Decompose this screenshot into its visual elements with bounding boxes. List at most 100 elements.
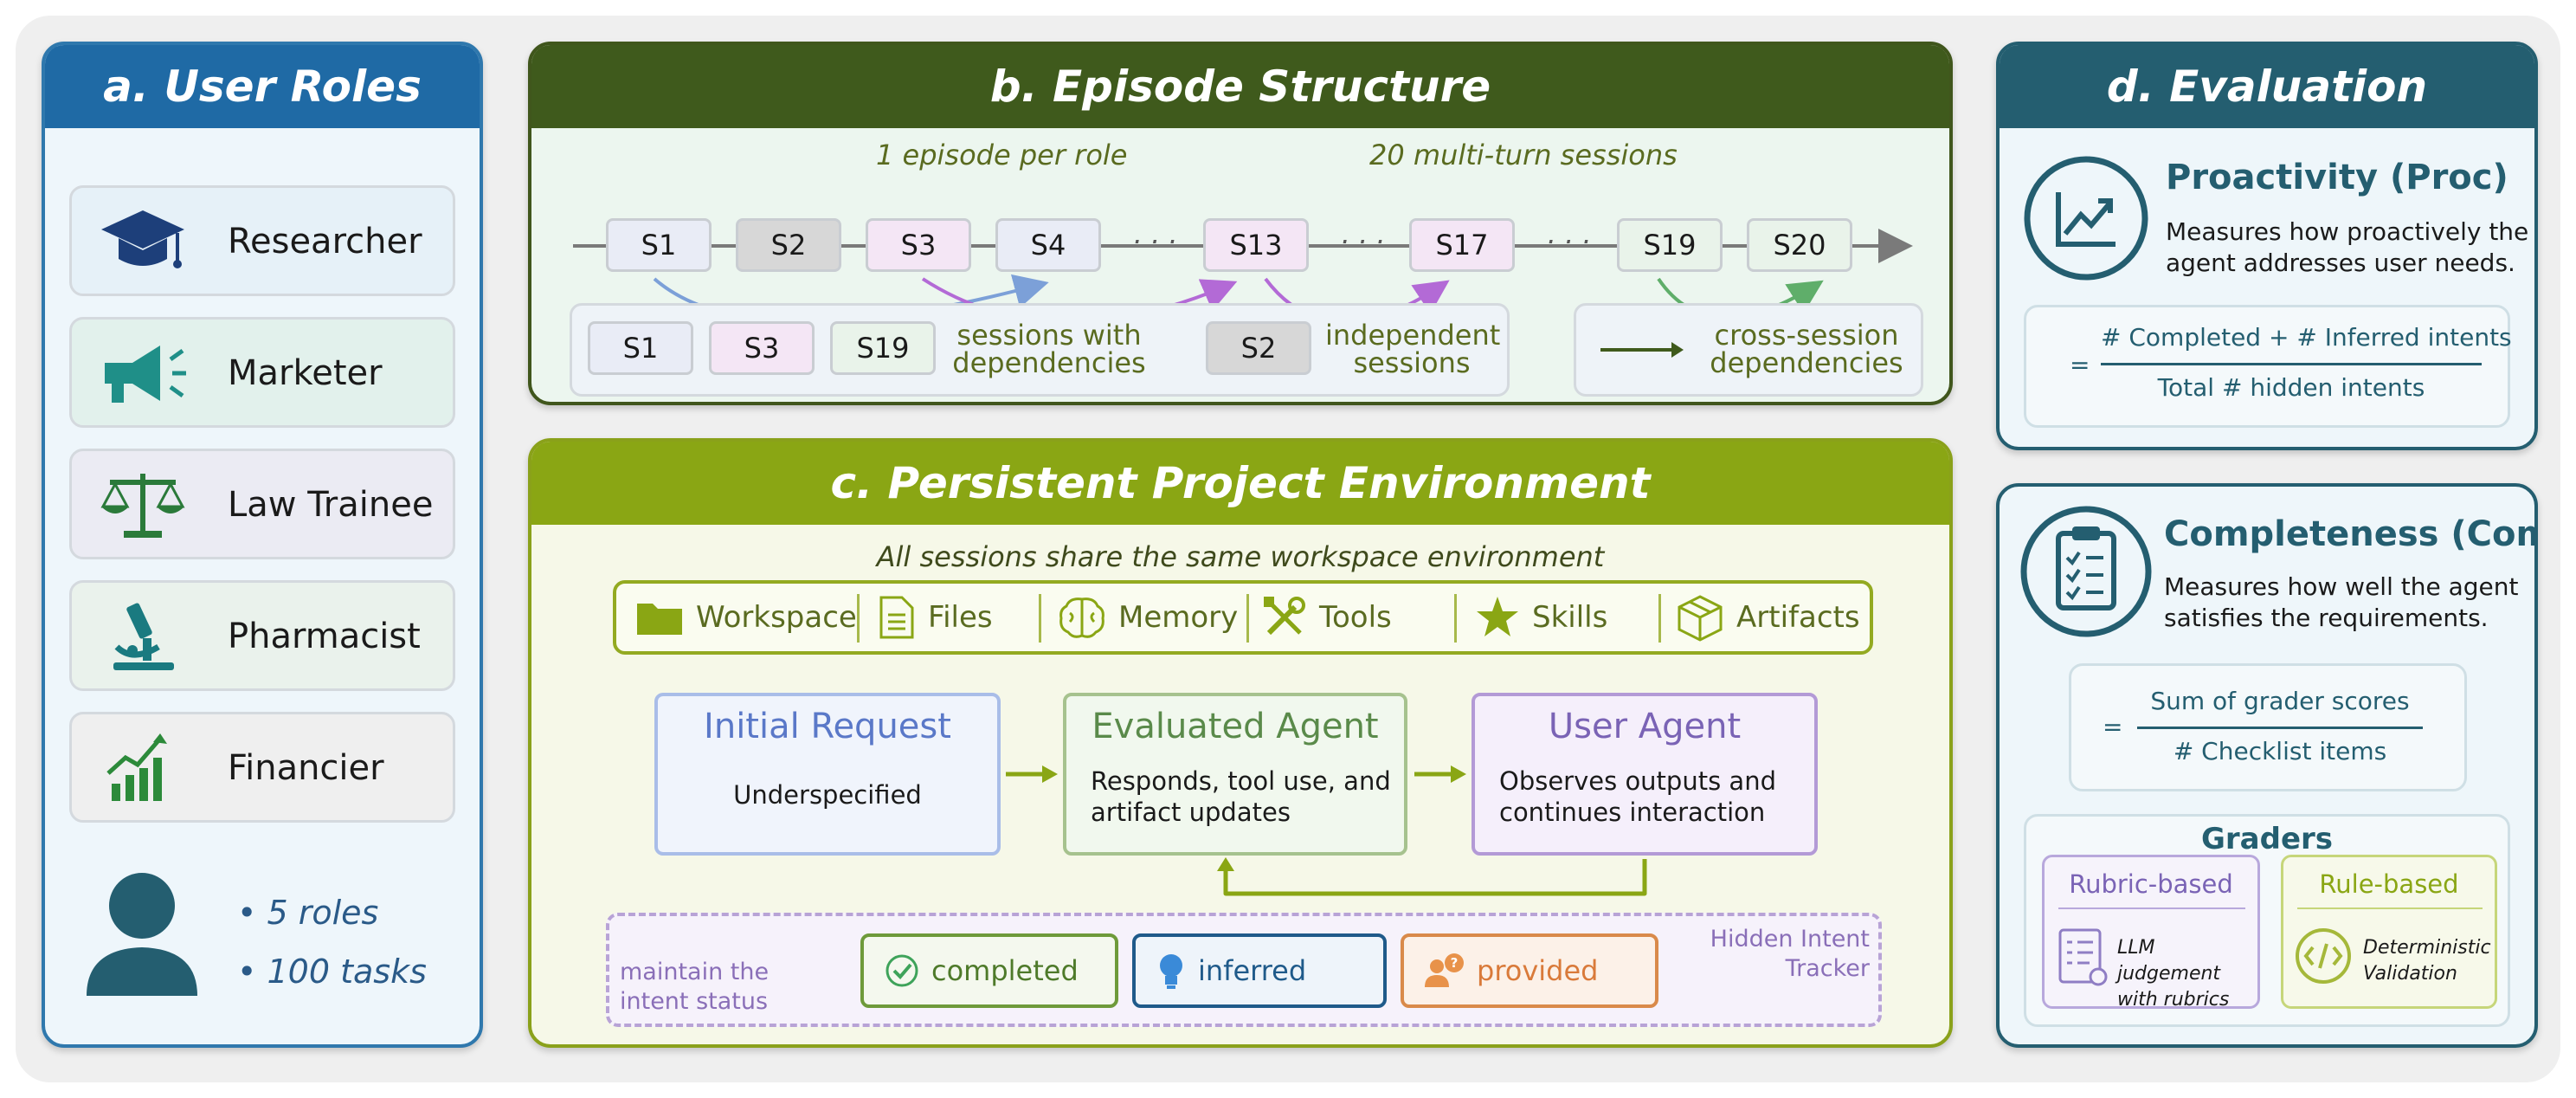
rubric-grader: Rubric-based LLM judgement with rubrics	[2042, 855, 2260, 1011]
svg-text:?: ?	[1451, 955, 1459, 971]
arrow-icon	[1600, 342, 1684, 358]
workspace-bar: Workspace Files Memory Tools Skills Arti…	[613, 580, 1873, 655]
legend-session-s3: S3	[709, 321, 815, 375]
status-inferred: inferred	[1132, 933, 1387, 1008]
legend-text: dependencies	[1710, 346, 1903, 379]
legend-dependent-label: sessions with dependencies	[950, 321, 1149, 377]
legend-text: dependencies	[952, 346, 1146, 379]
panel-b-title: b. Episode Structure	[531, 45, 1949, 128]
status-provided: ? provided	[1401, 933, 1658, 1008]
hidden-intent-tracker: maintain the intent status completed inf…	[606, 913, 1882, 1027]
ellipsis: · · ·	[1132, 225, 1176, 258]
star-icon	[1477, 597, 1518, 636]
proactivity-desc: Measures how proactively the agent addre…	[2166, 216, 2528, 279]
divider	[857, 594, 860, 643]
user-agent-title: User Agent	[1548, 707, 1742, 746]
role-card-marketer: Marketer	[69, 317, 455, 428]
provided-label: provided	[1477, 954, 1599, 987]
session-s19: S19	[1617, 218, 1723, 272]
tracker-text: Hidden Intent	[1710, 926, 1870, 953]
session-s13: S13	[1203, 218, 1309, 272]
inferred-label: inferred	[1198, 954, 1307, 987]
files-label: Files	[928, 600, 993, 635]
session-s3: S3	[866, 218, 971, 272]
evaluated-agent-desc: Responds, tool use, and artifact updates	[1091, 765, 1391, 828]
divider	[1246, 594, 1249, 643]
rule-title: Rule-based	[2319, 869, 2459, 899]
user-agent-box: User Agent Observes outputs and continue…	[1472, 693, 1818, 856]
session-legend: S1 S3 S19 sessions with dependencies S2 …	[570, 303, 1510, 397]
desc-line: Measures how proactively the	[2166, 217, 2529, 246]
annotation-episode-per-role: 1 episode per role	[876, 139, 1128, 171]
checklist-icon	[2058, 928, 2108, 986]
session-s4: S4	[995, 218, 1101, 272]
tasks-count: • 100 tasks	[237, 953, 427, 991]
session-s17: S17	[1409, 218, 1515, 272]
legend-text: sessions	[1353, 346, 1471, 379]
lightbulb-icon	[1160, 954, 1182, 989]
tools-icon	[1264, 597, 1305, 636]
memory-label: Memory	[1118, 600, 1239, 635]
session-s1: S1	[606, 218, 712, 272]
legend-independent-label: independent sessions	[1325, 319, 1501, 379]
tools-item: Tools	[1262, 584, 1392, 651]
artifacts-label: Artifacts	[1736, 600, 1860, 635]
role-card-researcher: Researcher	[69, 185, 455, 296]
desc-line: Measures how well the agent	[2164, 572, 2519, 601]
microscope-icon	[113, 603, 174, 670]
code-check-icon	[2296, 928, 2351, 984]
check-circle-icon	[886, 954, 918, 987]
desc-line: satisfies the requirements.	[2164, 604, 2489, 632]
legend-text: cross-session	[1714, 319, 1899, 352]
tracker-text: intent status	[620, 988, 769, 1015]
evaluated-agent-box: Evaluated Agent Responds, tool use, and …	[1063, 693, 1407, 856]
desc-line: continues interaction	[1499, 798, 1766, 827]
cross-session-legend: cross-session dependencies	[1574, 303, 1923, 397]
trend-up-icon	[2024, 156, 2148, 281]
formula-numerator: Sum of grader scores	[2150, 687, 2410, 715]
workspace-label: Workspace	[696, 600, 857, 635]
ellipsis: · · ·	[1546, 225, 1590, 258]
panel-persistent-environment: c. Persistent Project Environment All se…	[528, 438, 1953, 1048]
formula-denominator: Total # hidden intents	[2157, 373, 2425, 402]
completeness-formula: = Sum of grader scores # Checklist items	[2069, 663, 2467, 791]
roles-count: • 5 roles	[237, 894, 379, 932]
desc-line: LLM judgement	[2117, 937, 2221, 985]
formula-denominator: # Checklist items	[2173, 737, 2387, 765]
completeness-title: Completeness (Comp)	[2164, 514, 2534, 554]
workspace-item: Workspace	[635, 584, 857, 651]
graders-box: Graders Rubric-based LLM judgement with …	[2024, 814, 2510, 1027]
ellipsis: · · ·	[1340, 225, 1384, 258]
divider	[2058, 907, 2245, 909]
tracker-left-text: maintain the intent status	[620, 958, 769, 1017]
legend-text: independent	[1325, 319, 1501, 352]
file-icon	[879, 596, 914, 639]
rule-grader: Rule-based Deterministic Validation	[2281, 855, 2497, 1009]
memory-item: Memory	[1058, 584, 1238, 651]
legend-session-s19: S19	[830, 321, 936, 375]
person-icon	[87, 873, 197, 996]
desc-line: Deterministic	[2363, 937, 2491, 959]
desc-line: artifact updates	[1091, 798, 1291, 827]
graduation-cap-icon	[101, 210, 184, 268]
divider	[1454, 594, 1457, 643]
proactivity-formula: = # Completed + # Inferred intents Total…	[2024, 305, 2512, 428]
initial-request-title: Initial Request	[704, 707, 951, 746]
tracker-title: Hidden Intent Tracker	[1691, 925, 1870, 984]
tracker-text: maintain the	[620, 959, 770, 985]
desc-line: Observes outputs and	[1499, 766, 1776, 796]
session-s20: S20	[1747, 218, 1852, 272]
flow-arrows	[1006, 765, 1647, 896]
desc-line: agent addresses user needs.	[2166, 249, 2515, 277]
annotation-multi-turn-sessions: 20 multi-turn sessions	[1369, 139, 1678, 171]
divider	[1658, 594, 1661, 643]
graders-title: Graders	[2200, 822, 2334, 856]
clipboard-check-icon	[2020, 506, 2152, 637]
legend-cross-label: cross-session dependencies	[1703, 321, 1910, 377]
legend-session-s1: S1	[588, 321, 693, 375]
panel-evaluation-proactivity: d. Evaluation Proactivity (Proc) Measure…	[1996, 42, 2538, 450]
session-s2: S2	[736, 218, 841, 272]
legend-text: sessions with	[956, 319, 1142, 352]
role-card-financier: Financier	[69, 712, 455, 823]
panel-user-roles: a. User Roles Researcher Marketer	[42, 42, 483, 1048]
